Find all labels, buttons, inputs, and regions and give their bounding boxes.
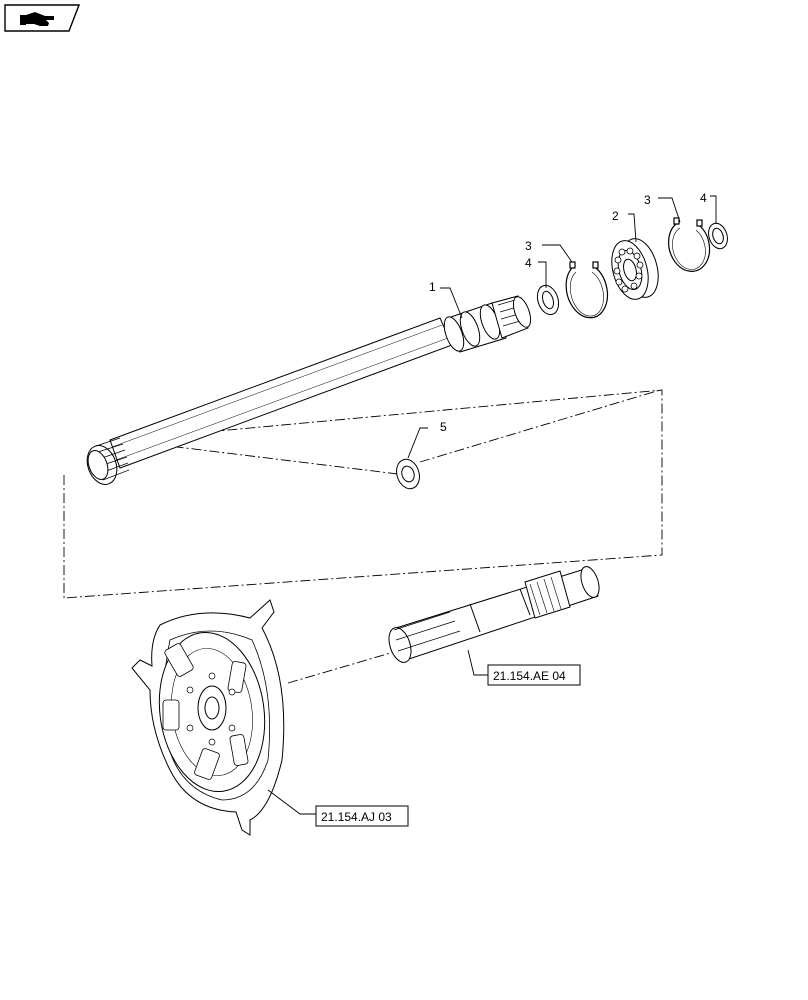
callout-4-lower: 4: [525, 256, 532, 270]
reference-box-clutch[interactable]: 21.154.AJ 03: [315, 805, 409, 827]
callout-3-lower: 3: [525, 239, 532, 253]
clutch-assembly: [131, 599, 285, 836]
pto-shaft: [388, 566, 600, 663]
washer: [396, 458, 420, 490]
callout-4-upper: 4: [700, 191, 707, 205]
ball-bearing: [611, 238, 659, 300]
reference-clutch: 21.154.AJ 03: [321, 810, 392, 824]
leader-lines: [267, 195, 717, 815]
callout-3-upper: 3: [644, 193, 651, 207]
snap-ring-upper: [668, 217, 711, 272]
callout-5: 5: [440, 420, 447, 434]
callout-2: 2: [612, 209, 619, 223]
callout-1: 1: [429, 280, 436, 294]
hand-pointing-icon: [20, 12, 54, 26]
assembly-frame: [63, 389, 663, 684]
reference-pto-shaft: 21.154.AE 04: [493, 669, 566, 683]
input-shaft: [86, 295, 532, 485]
reference-box-pto-shaft[interactable]: 21.154.AE 04: [487, 664, 581, 686]
spacer-ring-upper: [708, 222, 728, 250]
spacer-ring-lower: [536, 284, 560, 316]
snap-ring-lower: [565, 261, 609, 319]
nav-badge[interactable]: [4, 4, 80, 32]
